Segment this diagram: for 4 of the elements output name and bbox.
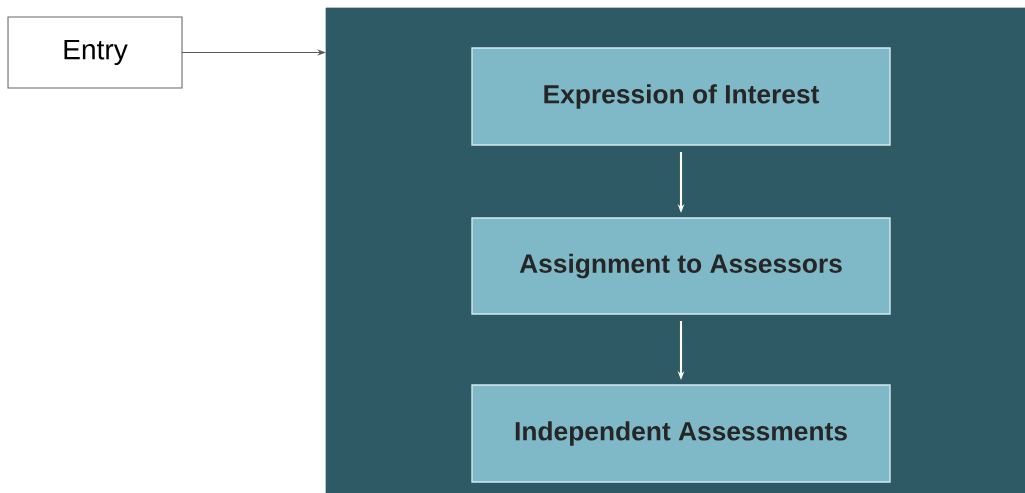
entry-box: Entry <box>7 16 183 89</box>
process-box: Assignment to Assessors <box>471 217 891 315</box>
process-box: Expression of Interest <box>471 47 891 146</box>
process-box: Independent Assessments <box>471 384 891 483</box>
